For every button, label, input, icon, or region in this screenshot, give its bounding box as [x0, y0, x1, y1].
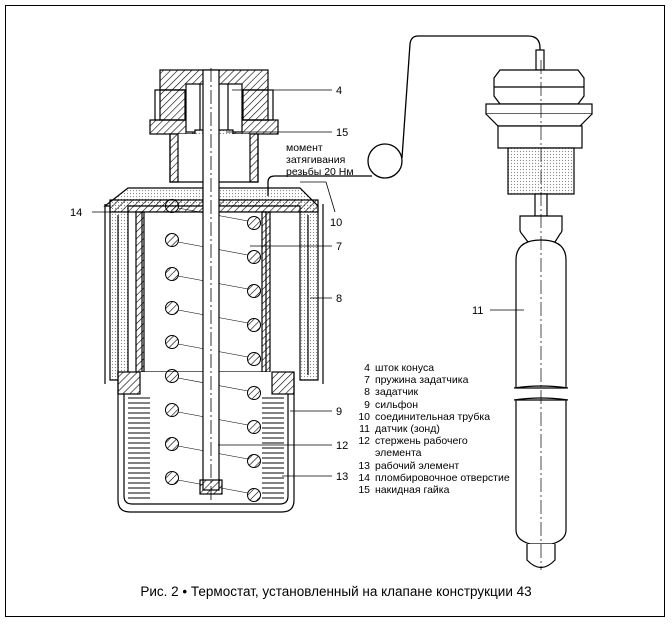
- callout-11: 11: [472, 305, 483, 317]
- callout-4: 4: [336, 85, 342, 97]
- legend-num: 10: [358, 410, 370, 423]
- capillary-tube: [267, 35, 541, 196]
- callout-10: 10: [330, 217, 342, 229]
- leader-lines: [92, 89, 524, 477]
- bellows: [128, 397, 284, 499]
- legend-item: 14 пломбировочное отверстие: [352, 472, 515, 484]
- spring-coil: [247, 250, 261, 264]
- legend-item: 10 соединительная трубка: [352, 411, 515, 423]
- spring-coil: [247, 420, 261, 434]
- spring-coil: [165, 403, 179, 417]
- legend-text: накидная гайка: [375, 484, 450, 497]
- legend-num: 14: [358, 471, 370, 484]
- callout-13: 13: [336, 471, 348, 483]
- figure-caption: Рис. 2 • Термостат, установленный на кла…: [140, 584, 532, 599]
- legend-text: пружина задатчика: [375, 374, 469, 387]
- legend-item: 7 пружина задатчика: [352, 374, 515, 386]
- spring-coil: [247, 352, 261, 366]
- legend-text: задатчик: [375, 386, 419, 399]
- callout-8: 8: [336, 293, 342, 305]
- callout-14: 14: [70, 207, 82, 219]
- spring-coil: [247, 284, 261, 298]
- torque-note-line: затягивания: [286, 154, 346, 166]
- legend-item: 15 накидная гайка: [352, 484, 515, 496]
- spring-coil: [165, 335, 179, 349]
- callout-15: 15: [336, 127, 348, 139]
- parts-legend: 4 шток конуса 7 пружина задатчика 8 задатчи…: [352, 362, 515, 496]
- legend-num: 12: [358, 435, 370, 448]
- spring-coil: [247, 318, 261, 332]
- legend-item: 11 датчик (зонд): [352, 423, 515, 435]
- spring-coil: [165, 471, 179, 485]
- center-stem: [199, 68, 223, 500]
- sensor-probe: [485, 49, 593, 570]
- callout-9: 9: [336, 406, 342, 418]
- legend-item: 4 шток конуса: [352, 362, 515, 374]
- legend-text: пломбировочное отверстие: [375, 471, 510, 484]
- legend-text: сильфон: [375, 398, 418, 411]
- callout-7: 7: [336, 241, 342, 253]
- legend-text: шток конуса: [375, 362, 435, 374]
- spring-coil: [247, 216, 261, 230]
- legend-item: 12 стержень рабочего элемента: [352, 435, 515, 459]
- legend-text: соединительная трубка: [375, 410, 491, 423]
- spring-coil: [165, 267, 179, 281]
- legend-num: 4: [364, 362, 370, 374]
- spring-coil: [247, 386, 261, 400]
- legend-num: 11: [359, 423, 370, 436]
- spring-coil: [165, 301, 179, 315]
- legend-num: 9: [364, 398, 370, 411]
- legend-num: 8: [364, 386, 370, 399]
- spring-coil: [165, 199, 179, 213]
- spring-coil: [247, 454, 261, 468]
- legend-item: 8 задатчик: [352, 386, 515, 398]
- spring-coil: [165, 437, 179, 451]
- legend-text: стержень рабочего элемента: [375, 435, 468, 460]
- torque-note: момент затягивания резьбы 20 Нм: [286, 142, 354, 178]
- legend-text: рабочий элемент: [375, 459, 460, 472]
- legend-item: 13 рабочий элемент: [352, 460, 515, 472]
- callout-12: 12: [336, 440, 348, 452]
- torque-note-line: момент: [286, 142, 323, 154]
- spring-coil: [165, 233, 179, 247]
- torque-note-line: резьбы 20 Нм: [286, 166, 354, 178]
- legend-num: 15: [358, 484, 370, 497]
- legend-num: 7: [364, 374, 370, 387]
- legend-item: 9 сильфон: [352, 399, 515, 411]
- spring-coil: [247, 488, 261, 502]
- setting-spring: [165, 199, 261, 502]
- legend-text: датчик (зонд): [375, 423, 440, 436]
- spring-coil: [165, 369, 179, 383]
- legend-num: 13: [358, 459, 370, 472]
